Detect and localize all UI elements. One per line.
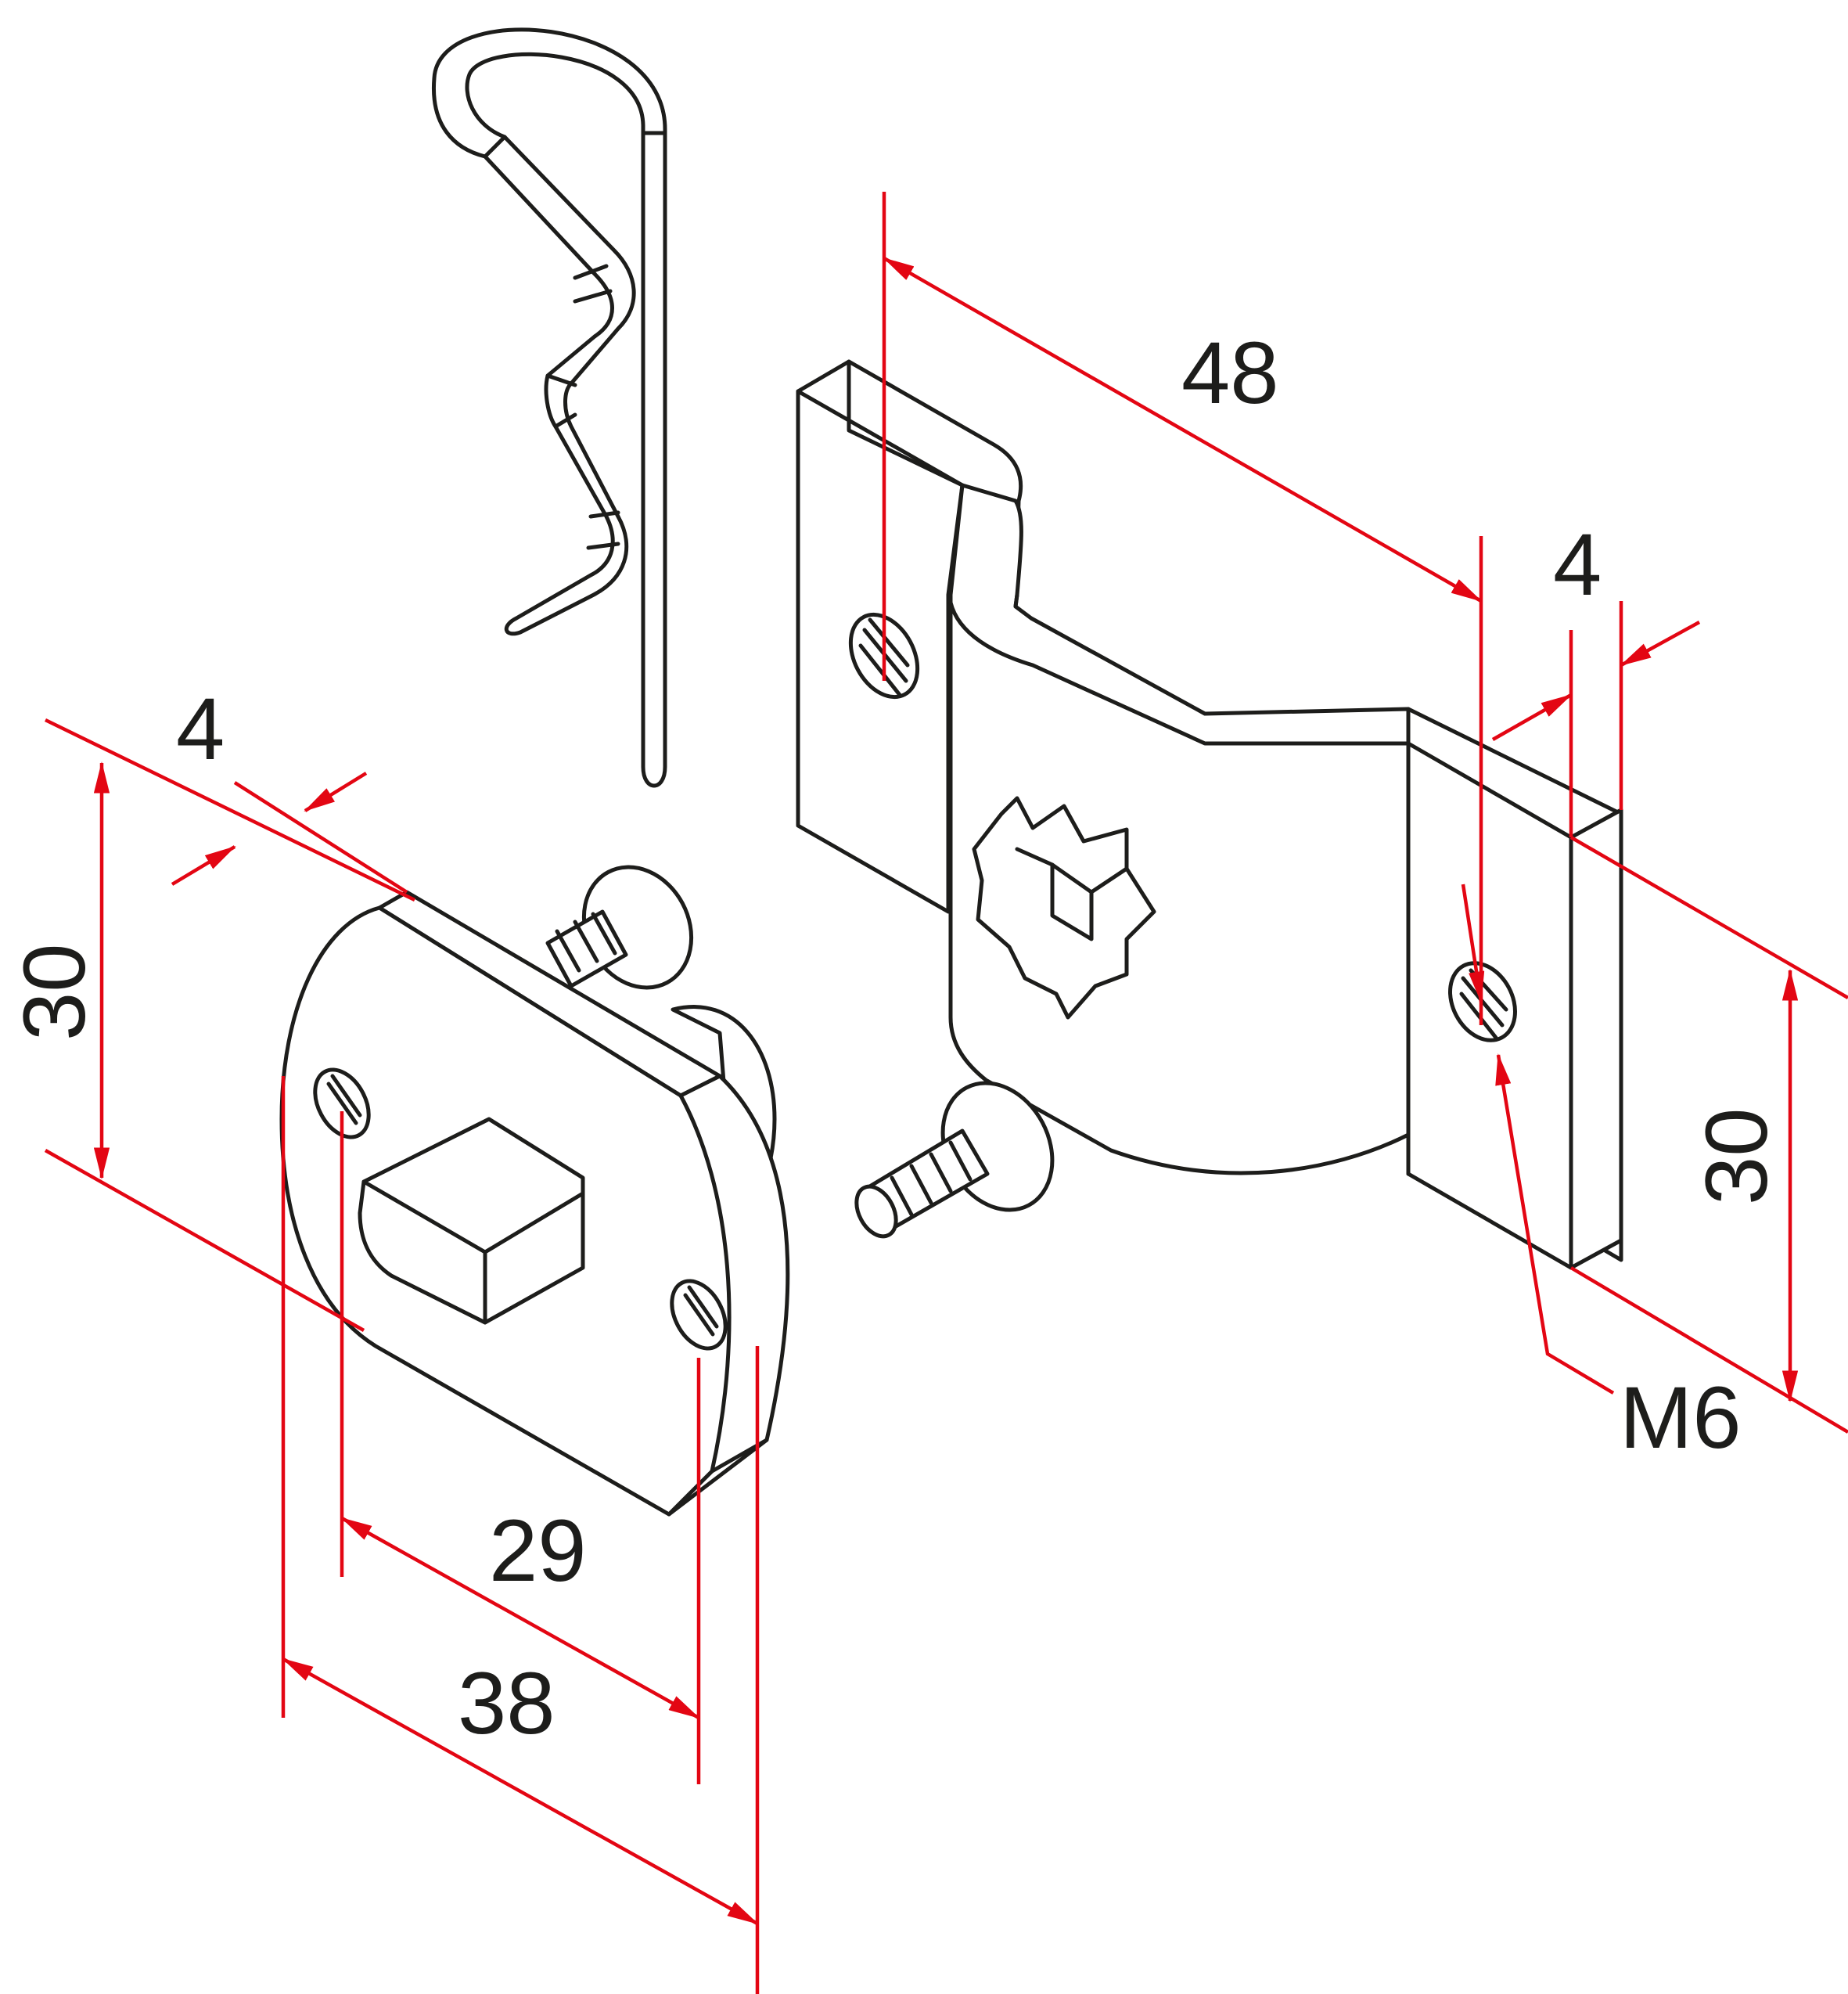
label-plate-width: 38 [458, 1654, 555, 1752]
flange-plate [279, 865, 790, 1517]
dim-bracket-thickness: 4 [1491, 516, 1701, 837]
label-bracket-height: 30 [1688, 1107, 1785, 1205]
label-thread-size: M6 [1620, 1369, 1742, 1467]
dim-plate-height: 30 [5, 761, 365, 1332]
dim-bracket-length: 48 [882, 192, 1483, 1025]
dim-bracket-height: 30 [1569, 836, 1848, 1434]
label-plate-thickness: 4 [176, 680, 225, 778]
cotter-pin [431, 27, 667, 788]
z-bracket [796, 359, 1623, 1270]
label-plate-height: 30 [5, 943, 103, 1041]
dim-plate-thickness: 4 [45, 680, 415, 902]
label-hole-spacing: 29 [489, 1502, 587, 1600]
screw-lower [854, 1081, 1055, 1239]
label-bracket-thickness: 4 [1553, 516, 1602, 614]
dim-plate-width: 38 [281, 1076, 760, 1994]
label-bracket-length: 48 [1181, 324, 1279, 422]
dim-thread-size: M6 [1461, 884, 1742, 1467]
